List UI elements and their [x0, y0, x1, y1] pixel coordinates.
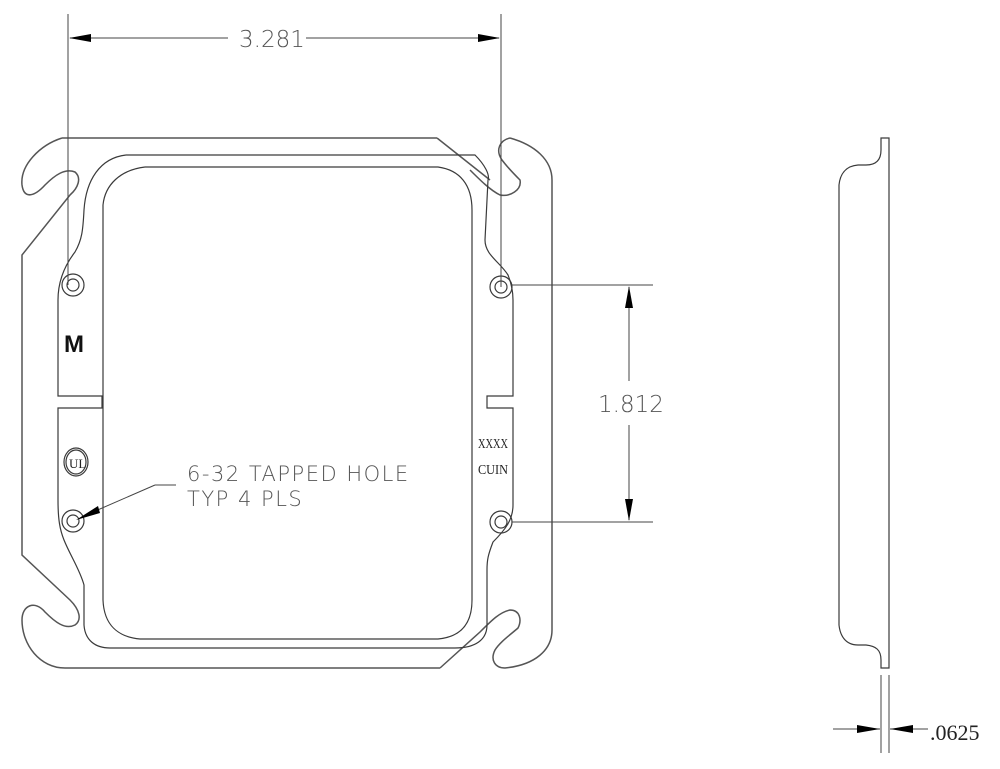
front-view: M UL XXXX CUIN — [21, 137, 553, 669]
ul-mark-icon: UL — [63, 447, 89, 477]
manufacturer-logo: M — [64, 331, 84, 358]
opening-outline — [102, 166, 473, 640]
callout-line-1: 6-32 TAPPED HOLE — [187, 462, 410, 486]
callout-line-2: TYP 4 PLS — [187, 487, 303, 511]
mounting-hole-bottom-left — [61, 509, 85, 533]
dimension-3281: 3.281 — [67, 14, 502, 287]
capacity-unit: CUIN — [478, 463, 508, 478]
side-profile — [838, 137, 890, 669]
dimension-label-0625: .0625 — [930, 720, 980, 745]
mounting-hole-top-left — [61, 273, 85, 297]
ul-mark-text: UL — [69, 456, 86, 471]
side-view — [838, 137, 890, 669]
tapped-hole-callout: 6-32 TAPPED HOLE TYP 4 PLS — [76, 462, 410, 520]
dimension-0625: .0625 — [833, 675, 980, 753]
dimension-label-3281: 3.281 — [239, 27, 305, 53]
dimension-1812: 1.812 — [512, 284, 664, 523]
raised-ring-outline — [57, 154, 514, 649]
capacity-value: XXXX — [478, 437, 508, 452]
outer-plate-outline — [21, 137, 553, 669]
dimension-label-1812: 1.812 — [598, 392, 664, 418]
